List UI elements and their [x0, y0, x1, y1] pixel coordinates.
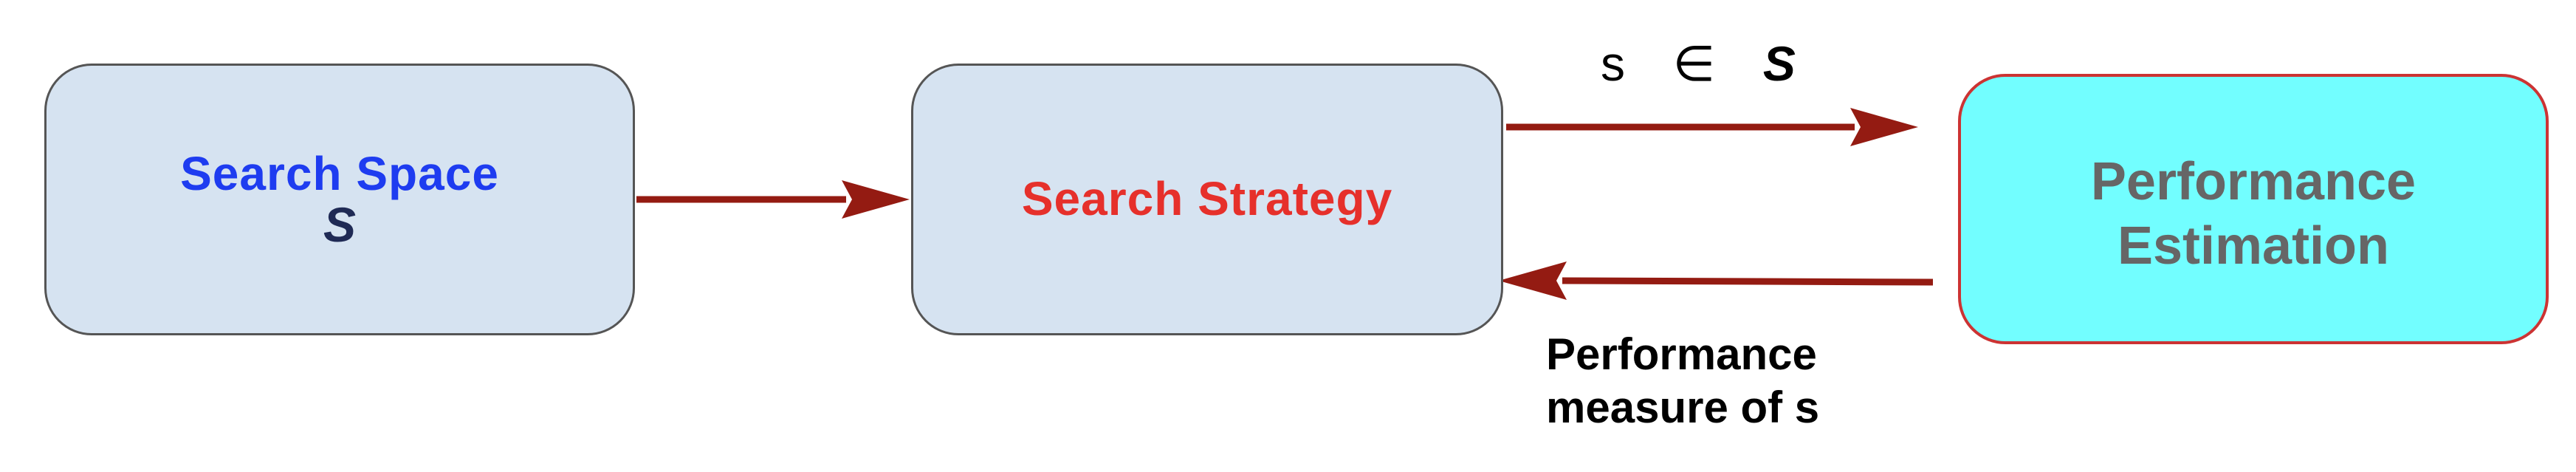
arrow-estimation-to-strategy: [1499, 261, 1934, 300]
element-of-symbol: ∈: [1672, 36, 1716, 91]
candidate-set-symbol: S: [1762, 36, 1796, 91]
search-space-title: Search Space: [180, 146, 499, 200]
performance-estimation-box: Performance Estimation: [1958, 74, 2549, 344]
search-space-box: Search Space S: [44, 64, 635, 335]
arrow-space-to-strategy: [636, 180, 910, 219]
candidate-edge-label: s ∈ S: [1601, 35, 1796, 92]
search-strategy-title: Search Strategy: [1021, 172, 1393, 226]
feedback-label-line1: Performance: [1546, 329, 1817, 379]
arrow-estimation-to-strategy-shaft: [1562, 277, 1934, 286]
feedback-label-line2: measure of s: [1546, 383, 1820, 432]
arrow-strategy-to-estimation: [1506, 108, 1918, 146]
performance-estimation-line1: Performance: [2090, 152, 2417, 212]
arrow-strategy-to-estimation-head: [1850, 108, 1918, 146]
search-strategy-box: Search Strategy: [911, 64, 1503, 335]
search-space-symbol: S: [323, 196, 357, 252]
arrow-space-to-strategy-head: [842, 180, 910, 219]
performance-estimation-line2: Estimation: [2117, 216, 2390, 276]
feedback-edge-label: Performance measure of s: [1546, 328, 1915, 434]
candidate-element: s: [1601, 36, 1625, 91]
arrow-estimation-to-strategy-head: [1499, 261, 1567, 300]
